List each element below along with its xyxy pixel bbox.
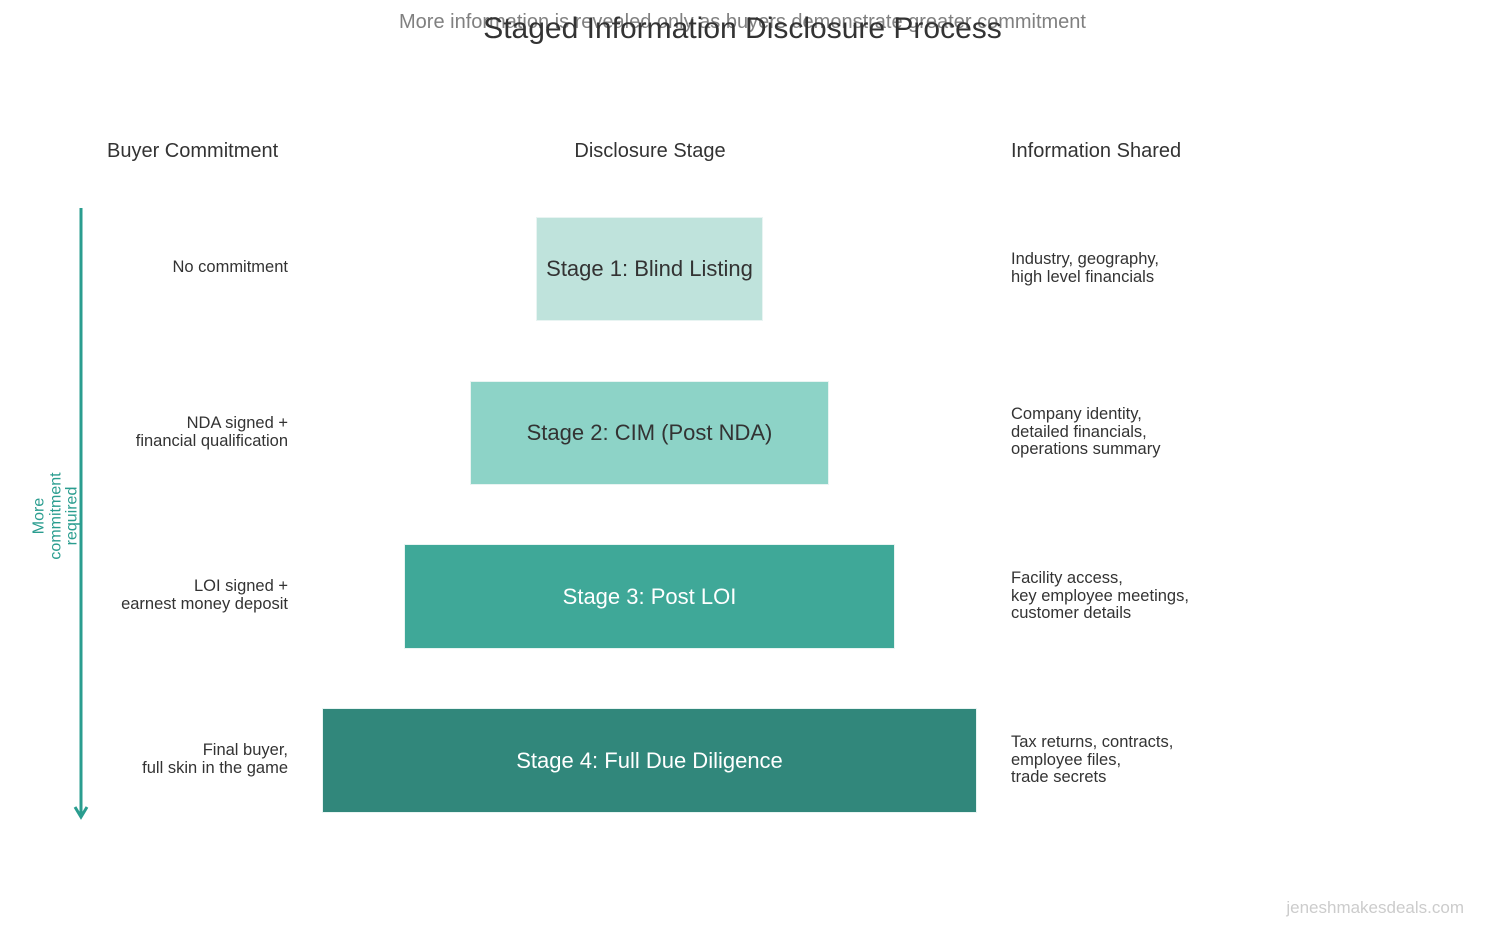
info-label-stage-1: Industry, geography, high level financia… <box>1011 250 1159 286</box>
info-label-stage-3: Facility access, key employee meetings, … <box>1011 569 1189 622</box>
stage-box-4: Stage 4: Full Due Diligence <box>322 708 977 813</box>
stage-label-2: Stage 2: CIM (Post NDA) <box>526 420 773 445</box>
commitment-label-stage-4: Final buyer, full skin in the game <box>142 741 288 777</box>
info-label-stage-2: Company identity, detailed financials, o… <box>1011 405 1161 458</box>
stage-box-2: Stage 2: CIM (Post NDA) <box>470 381 829 485</box>
stage-label-3: Stage 3: Post LOI <box>562 583 737 609</box>
commitment-label-stage-1: No commitment <box>172 258 288 276</box>
commitment-label-stage-3: LOI signed + earnest money deposit <box>121 577 288 613</box>
info-label-stage-4: Tax returns, contracts, employee files, … <box>1011 733 1174 786</box>
stage-label-4: Stage 4: Full Due Diligence <box>516 747 783 773</box>
header-buyer-commitment: Buyer Commitment <box>107 140 279 162</box>
stage-box-1: Stage 1: Blind Listing <box>536 217 763 321</box>
stage-label-1: Stage 1: Blind Listing <box>546 256 753 281</box>
axis-label: More commitment required <box>30 472 81 560</box>
subtitle: More information is revealed only as buy… <box>399 11 1086 33</box>
page-title: Staged Information Disclosure Process <box>483 12 1002 45</box>
commitment-label-stage-2: NDA signed + financial qualification <box>135 414 288 450</box>
header-information-shared: Information Shared <box>1011 140 1182 162</box>
watermark: jeneshmakesdeals.com <box>1286 898 1464 917</box>
stage-box-3: Stage 3: Post LOI <box>404 544 895 649</box>
header-disclosure-stage: Disclosure Stage <box>574 140 726 162</box>
